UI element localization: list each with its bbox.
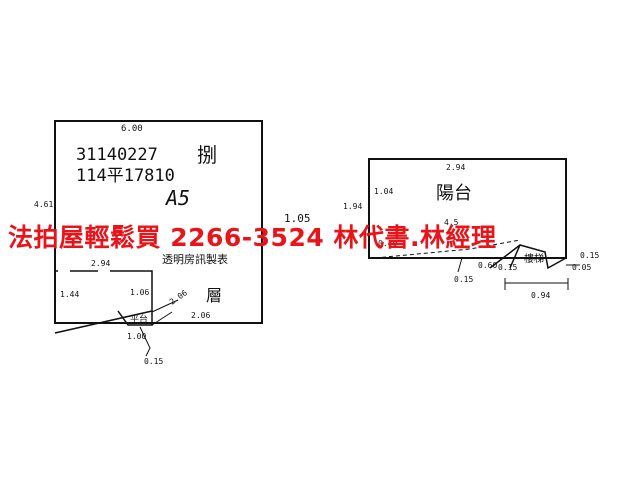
between-label: 1.05 <box>284 212 311 225</box>
right-dim-top: 2.94 <box>446 163 465 172</box>
right-dim-right-c: 0.15 <box>498 263 517 272</box>
left-inner-room <box>54 270 153 334</box>
right-floor-plan: 2.94 1.94 1.04 陽台 4.5 0.40 0.60 樓梯 0.15 … <box>343 158 599 300</box>
left-char-stair: 平台 <box>130 313 148 325</box>
right-label-stair: 樓梯 <box>524 252 544 265</box>
right-lower-dims <box>457 257 580 290</box>
right-dim-left-inner: 1.04 <box>374 187 393 196</box>
left-dim-small-a: 2.06 <box>168 288 189 307</box>
left-dim-inner-right: 1.06 <box>130 288 149 297</box>
left-dim-tail: 0.15 <box>144 357 163 366</box>
left-sheet-label: A5 <box>164 186 190 210</box>
right-stair-outline <box>489 244 567 270</box>
left-dim-top: 6.00 <box>121 124 143 134</box>
right-dim-right-b: 0.05 <box>572 263 591 272</box>
left-code-line2: 114平17810 <box>76 166 175 186</box>
right-label-inner: 4.5 <box>444 218 459 227</box>
left-char-right: 捌 <box>197 143 217 167</box>
right-step-lines <box>374 239 521 259</box>
left-dim-inner-left: 1.44 <box>60 290 79 299</box>
right-dim-edge: 0.40 <box>378 239 397 248</box>
left-footer-stamp: 透明房訊製表 <box>162 252 228 266</box>
left-dim-left: 4.61 <box>34 200 53 209</box>
right-dim-bottom: 0.94 <box>531 291 550 300</box>
left-char-floor: 層 <box>206 286 222 305</box>
right-label-balcony: 陽台 <box>436 183 472 204</box>
left-dim-inner-top: 2.94 <box>91 259 110 268</box>
right-dim-right-a: 0.15 <box>580 251 599 260</box>
right-dim-low-left: 0.15 <box>454 275 473 284</box>
right-dim-left-outer: 1.94 <box>343 202 362 211</box>
left-stair-lines <box>139 299 179 357</box>
left-dim-bottom: 1.00 <box>127 332 146 341</box>
left-dim-small-b: 2.06 <box>191 311 210 320</box>
right-dim-mid: 0.60 <box>478 261 497 270</box>
right-balcony-wall <box>368 158 567 259</box>
left-outer-wall <box>54 120 263 324</box>
watermark-banner: 法拍屋輕鬆買 2266-3524 林代書.林經理 <box>8 223 497 252</box>
left-bay <box>117 310 153 326</box>
left-code-line1: 31140227 <box>76 145 158 165</box>
